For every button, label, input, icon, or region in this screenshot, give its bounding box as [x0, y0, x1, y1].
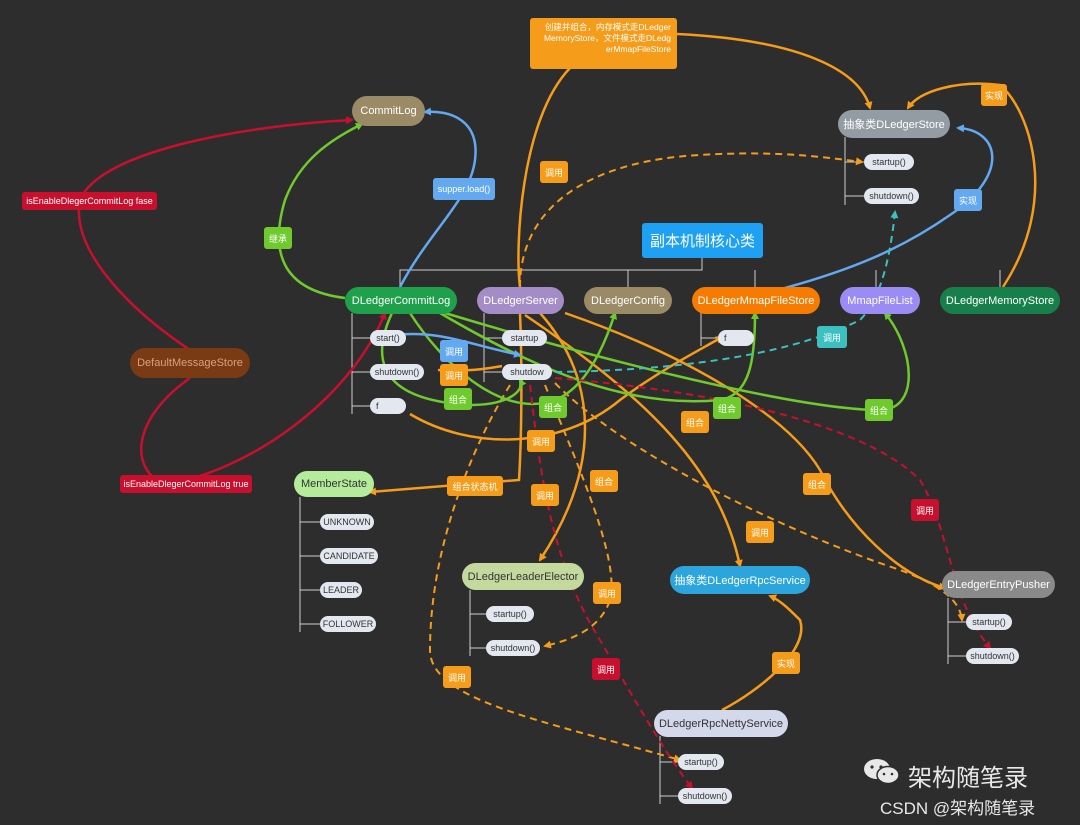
label-implement-blue: 实现	[954, 189, 982, 211]
blue-edges	[394, 107, 994, 358]
label-call-red-2: 调用	[592, 658, 620, 680]
tree-connectors	[299, 137, 1001, 804]
center-node[interactable]: 副本机制核心类	[642, 223, 763, 258]
netty-startup[interactable]: startup()	[678, 754, 724, 770]
label-call-orange-1: 调用	[440, 364, 468, 386]
dledger-server-node[interactable]: DLedgerServer	[477, 287, 564, 314]
member-state-unknown[interactable]: UNKNOWN	[320, 514, 374, 530]
pusher-startup[interactable]: startup()	[966, 614, 1012, 630]
label-combine-4: 组合	[865, 399, 893, 421]
label-call-blue: 调用	[440, 340, 468, 362]
label-is-enable-true: isEnableDlegerCommitLog true	[120, 475, 252, 493]
commitlog-node[interactable]: CommitLog	[352, 96, 425, 126]
label-combine-state-machine: 组合状态机	[447, 476, 503, 496]
commitlog-start[interactable]: start()	[370, 330, 406, 346]
commitlog-f[interactable]: f	[370, 398, 406, 414]
label-implement: 实现	[981, 84, 1007, 106]
leader-elector-node[interactable]: DLedgerLeaderElector	[462, 563, 584, 590]
wechat-icon	[862, 756, 902, 786]
label-call-orange-2: 调用	[527, 430, 555, 452]
dledger-config-node[interactable]: DLedgerConfig	[584, 287, 672, 314]
label-call-orange-4: 调用	[746, 521, 774, 543]
label-combine-orange-1: 组合	[681, 411, 709, 433]
label-combine-2: 组合	[539, 396, 567, 418]
label-call-orange-3: 调用	[531, 484, 559, 506]
label-combine-orange-2: 组合	[590, 470, 618, 492]
label-combine-orange-3: 组合	[803, 473, 831, 495]
label-call: 调用	[540, 161, 568, 183]
watermark-brand: 架构随笔录	[908, 765, 1028, 792]
abstract-store-startup[interactable]: startup()	[864, 154, 914, 170]
member-state-leader[interactable]: LEADER	[320, 582, 362, 598]
dledger-memory-store-node[interactable]: DLedgerMemoryStore	[940, 287, 1060, 314]
mmap-store-f[interactable]: f	[718, 330, 754, 346]
watermark-csdn: CSDN @架构随笔录	[880, 799, 1036, 818]
label-combine-3: 组合	[713, 397, 741, 419]
commitlog-shutdown[interactable]: shutdown()	[370, 364, 424, 380]
dledger-mmap-file-store-node[interactable]: DLedgerMmapFileStore	[692, 287, 820, 314]
top-note-line1: 创建并组合，内存模式走DLedger	[544, 22, 671, 32]
top-note-line3: erMmapFileStore	[605, 44, 671, 54]
abstract-store-node[interactable]: 抽象类DLedgerStore	[838, 110, 950, 138]
label-call-orange-6: 调用	[443, 666, 471, 688]
elector-startup[interactable]: startup()	[486, 606, 534, 622]
label-inherit: 继承	[264, 227, 292, 249]
entry-pusher-node[interactable]: DLedgerEntryPusher	[942, 571, 1055, 598]
abstract-rpc-node[interactable]: 抽象类DLedgerRpcService	[670, 566, 810, 594]
label-is-enable-false: isEnableDlegerCommitLog fase	[22, 192, 157, 210]
member-state-follower[interactable]: FOLLOWER	[320, 616, 376, 632]
top-note-line2: MemoryStore，文件模式走DLedg	[543, 33, 671, 43]
server-startup[interactable]: startup	[502, 330, 547, 346]
member-state-candidate[interactable]: CANDIDATE	[320, 548, 378, 564]
label-call-teal: 调用	[817, 326, 847, 348]
label-call-red-1: 调用	[911, 499, 939, 521]
label-implement-2: 实现	[772, 652, 800, 674]
mmap-file-list-node[interactable]: MmapFileList	[840, 287, 920, 314]
dledger-commitlog-node[interactable]: DLedgerCommitLog	[345, 287, 457, 314]
top-note: 创建并组合，内存模式走DLedger MemoryStore，文件模式走DLed…	[530, 18, 677, 69]
server-shutdown[interactable]: shutdow	[502, 364, 552, 380]
elector-shutdown[interactable]: shutdown()	[486, 640, 540, 656]
label-supper-load: supper.load()	[433, 178, 495, 200]
default-message-store-node[interactable]: DefaultMessageStore	[130, 348, 250, 378]
red-edges	[77, 116, 387, 487]
pusher-shutdown[interactable]: shutdown()	[966, 648, 1019, 664]
netty-shutdown[interactable]: shutdown()	[678, 788, 732, 804]
member-state-node[interactable]: MemberState	[294, 471, 374, 497]
label-call-orange-5: 调用	[593, 582, 621, 604]
rpc-netty-node[interactable]: DLedgerRpcNettyService	[654, 710, 788, 737]
abstract-store-shutdown[interactable]: shutdown()	[864, 188, 919, 204]
label-combine-1: 组合	[444, 388, 472, 410]
